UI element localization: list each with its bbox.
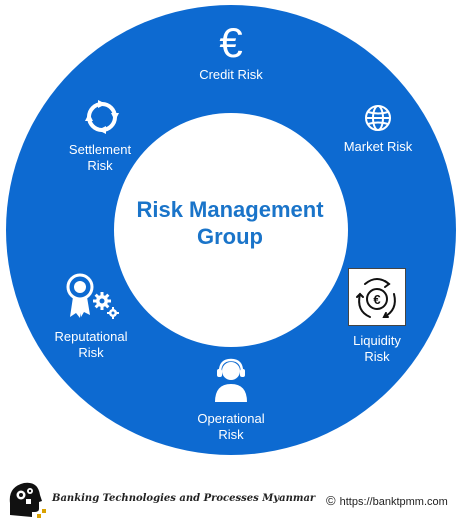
svg-text:€: € xyxy=(373,292,380,307)
footer-url-link[interactable]: https://banktpmm.com xyxy=(339,496,448,508)
copyright-symbol: © xyxy=(326,493,336,508)
segment-label-line2: Risk xyxy=(218,427,244,442)
circular-arrows-icon xyxy=(85,100,119,134)
award-ribbon-gears-icon xyxy=(66,273,119,319)
segment-reputational-risk: Reputational Risk xyxy=(36,329,146,361)
segment-label-line1: Settlement xyxy=(68,142,132,157)
segment-label-line2: Risk xyxy=(87,158,113,173)
segment-market-risk: Market Risk xyxy=(326,139,430,155)
segment-label-line2: Risk xyxy=(78,345,104,360)
segment-credit-risk: Credit Risk xyxy=(176,67,286,83)
segment-label-line1: Operational xyxy=(197,411,265,426)
segment-settlement-risk: Settlement Risk xyxy=(50,142,150,174)
footer-brand: Banking Technologies and Processes Myanm… xyxy=(52,493,316,504)
operator-headset-icon xyxy=(215,358,247,402)
center-title-line1: Risk Management xyxy=(136,197,324,222)
segment-liquidity-risk: Liquidity Risk xyxy=(330,333,424,365)
center-title: Risk Management Group xyxy=(112,196,348,250)
segment-label-line1: Reputational xyxy=(54,329,128,344)
segment-label-line1: Market Risk xyxy=(343,139,413,154)
segment-label-line1: Liquidity xyxy=(353,333,401,348)
svg-text:€: € xyxy=(219,20,242,64)
euro-cycle-icon: € xyxy=(348,268,406,326)
center-title-line2: Group xyxy=(197,224,263,249)
footer-copyright: ©https://banktpmm.com xyxy=(326,493,448,508)
segment-label-line1: Credit Risk xyxy=(199,67,263,82)
segment-operational-risk: Operational Risk xyxy=(176,411,286,443)
globe-icon xyxy=(365,105,391,131)
euro-icon: € xyxy=(219,20,242,64)
segment-label-line2: Risk xyxy=(364,349,390,364)
brain-gears-logo-icon xyxy=(9,482,46,518)
ring-inner-hole xyxy=(114,113,348,347)
